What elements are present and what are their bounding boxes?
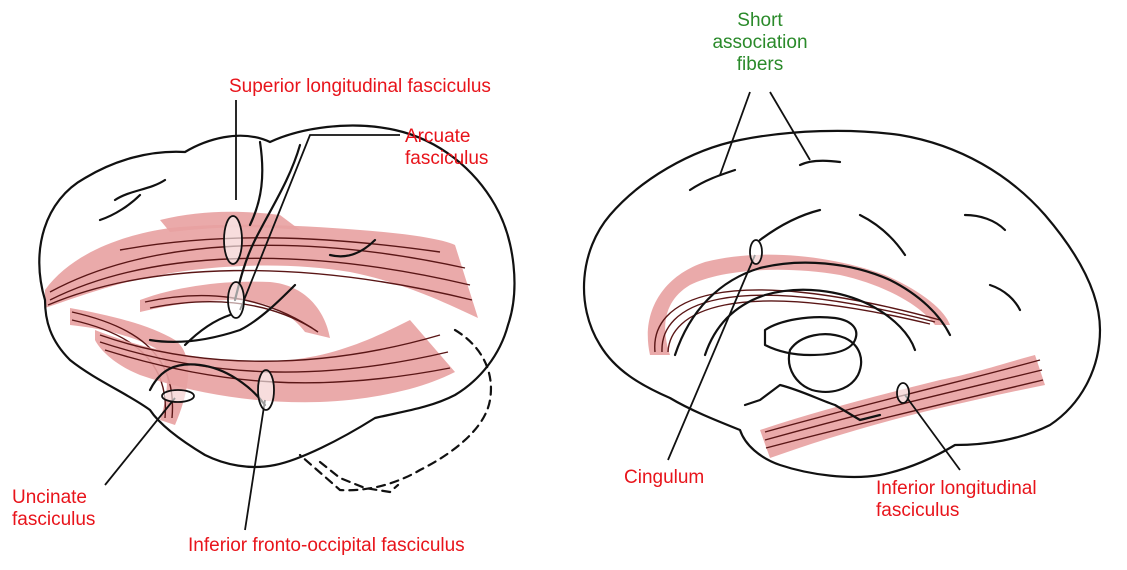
pointer-arcuate <box>239 134 400 311</box>
label-uncinate-fasciculus: Uncinate fasciculus <box>12 487 95 531</box>
pointer-uncinate <box>104 397 176 486</box>
label-inferior-longitudinal-fasciculus: Inferior longitudinal fasciculus <box>876 478 1037 522</box>
inferior-longitudinal-text-line2: fasciculus <box>876 500 960 521</box>
corpus-callosum-outer <box>673 261 952 357</box>
arcuate-text-line1: Arcuate <box>405 126 471 147</box>
brainstem-dashed <box>318 460 400 494</box>
inferior-longitudinal-tract <box>760 355 1045 458</box>
medial-sulcus-2 <box>858 213 907 257</box>
temporal-lobe <box>148 363 267 407</box>
medial-gyrus-4 <box>988 283 1022 312</box>
label-inferior-fronto-occipital-fasciculus: Inferior fronto-occipital fasciculus <box>188 535 465 557</box>
label-superior-longitudinal-fasciculus: Superior longitudinal fasciculus <box>229 76 491 98</box>
inferior-longitudinal-text-line1: Inferior longitudinal <box>876 478 1037 499</box>
short-text-line2: association <box>712 32 808 53</box>
label-short-association-fibers: Short association fibers <box>695 10 825 76</box>
medial-brain-outline <box>582 129 1102 479</box>
marker-uncinate <box>161 389 195 403</box>
gyrus-2 <box>98 193 142 222</box>
marker-arcuate <box>227 281 245 319</box>
marker-cingulum <box>749 239 763 265</box>
gyrus-3 <box>248 140 264 227</box>
uncinate-text-line2: fasciculus <box>12 509 96 530</box>
gyrus-1 <box>113 178 167 202</box>
cerebellum-dashed <box>298 328 493 492</box>
inferior-fronto-occipital-text: Inferior fronto-occipital fasciculus <box>188 535 465 556</box>
uncinate-text-line1: Uncinate <box>12 487 87 508</box>
pointer-inferior-fronto-occipital <box>244 399 266 531</box>
pointer-inferior-longitudinal <box>904 394 961 471</box>
medial-gyrus-3 <box>963 213 1007 232</box>
central-sulcus <box>233 143 302 302</box>
superior-longitudinal-text: Superior longitudinal fasciculus <box>229 76 491 97</box>
medial-gyrus-1 <box>688 168 737 192</box>
lateral-sulcus <box>148 283 297 344</box>
marker-inferior-fronto-occipital <box>257 369 275 411</box>
lateral-brain-outline <box>38 124 516 469</box>
label-arcuate-fasciculus: Arcuate fasciculus <box>405 126 488 170</box>
gyrus-4 <box>328 238 377 258</box>
marker-superior-longitudinal <box>223 215 243 265</box>
brainstem <box>743 383 882 422</box>
arcuate-text-line2: fasciculus <box>405 148 489 169</box>
pointer-cingulum <box>667 254 756 461</box>
marker-inferior-longitudinal <box>896 382 910 404</box>
short-text-line3: fibers <box>736 54 784 75</box>
short-text-line1: Short <box>737 10 783 31</box>
medial-sulcus-1 <box>758 208 822 242</box>
label-cingulum: Cingulum <box>624 467 704 489</box>
pointer-short-fibers-b <box>769 91 811 161</box>
pointer-short-fibers-a <box>719 91 751 176</box>
gyrus-5 <box>183 313 232 347</box>
thalamus <box>787 333 863 393</box>
medial-gyrus-2 <box>798 159 842 167</box>
cingulum-text: Cingulum <box>624 467 705 488</box>
